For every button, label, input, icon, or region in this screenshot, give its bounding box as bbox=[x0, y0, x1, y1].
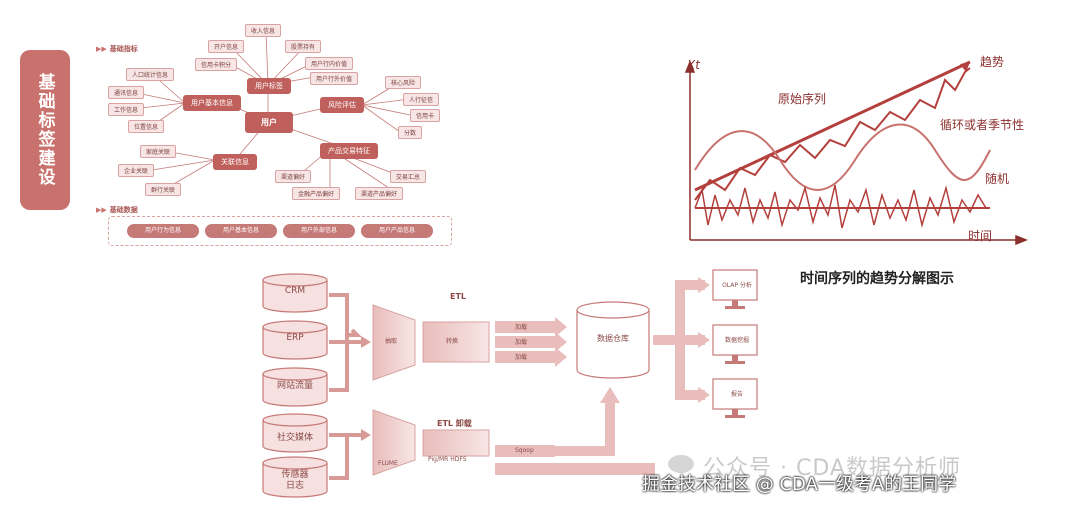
warehouse-cylinder bbox=[576, 301, 650, 379]
extract-label: 抽取 bbox=[385, 338, 398, 345]
mindmap-core-product: 产品交易特征 bbox=[320, 143, 378, 159]
data-pills-container: 用户行为信息 用户基本信息 用户外部信息 用户产品信息 bbox=[108, 216, 452, 246]
source-social-label: 社交媒体 bbox=[276, 433, 313, 443]
x-axis-arrow-icon bbox=[1015, 234, 1029, 246]
mindmap-leaf-card: 信用卡积分 bbox=[195, 58, 238, 71]
mindmap-leaf-trade-summary: 交易汇总 bbox=[390, 170, 427, 183]
side-label-text: 基础标签建设 bbox=[34, 73, 55, 187]
cyclical-series-label: 循环或者季节性 bbox=[940, 118, 1025, 132]
data-pill: 用户外部信息 bbox=[283, 224, 355, 238]
y-axis-label: Xt bbox=[687, 58, 700, 72]
watermark-line1: 公众号 · CDA数据分析师 bbox=[703, 456, 961, 481]
mindmap-leaf-stock: 股票持有 bbox=[285, 40, 322, 53]
extract-funnel bbox=[372, 304, 416, 381]
mindmap-leaf-credit-card: 信用卡 bbox=[410, 109, 441, 122]
mindmap-title: ▶▶基础指标 bbox=[96, 45, 138, 53]
source-crm-label: CRM bbox=[284, 286, 306, 296]
mindmap-leaf-enterprise: 企业关联 bbox=[118, 164, 155, 177]
trend-arrow-icon bbox=[960, 62, 970, 72]
mindmap-leaf-work: 工作信息 bbox=[108, 103, 145, 116]
mindmap-leaf-income: 收入信息 bbox=[245, 24, 282, 37]
transform-label: 转换 bbox=[446, 338, 459, 345]
monitor-icon bbox=[712, 324, 758, 356]
mindmap-leaf-comm: 通讯信息 bbox=[108, 86, 145, 99]
output-report-label: 报告 bbox=[730, 391, 743, 398]
timeseries-diagram bbox=[684, 59, 1029, 246]
cyclical-series-line bbox=[694, 123, 991, 191]
pig-box bbox=[422, 429, 490, 457]
mindmap-leaf-channel-pref: 渠道偏好 bbox=[275, 170, 312, 183]
mindmap-leaf-bank-credit: 人行征信 bbox=[403, 93, 440, 106]
random-series-line bbox=[694, 184, 987, 229]
load-label: 加载 bbox=[515, 324, 528, 331]
output-mining-label: 数据挖掘 bbox=[724, 337, 749, 344]
source-cylinder bbox=[262, 463, 328, 498]
mindmap-core-tag: 用户标签 bbox=[247, 78, 291, 94]
y-axis-arrow-icon bbox=[684, 59, 696, 73]
arrow-icon bbox=[361, 429, 371, 441]
flume-funnel bbox=[372, 409, 416, 476]
watermark-line2: 掘金技术社区 @ CDA一级考A的王同学 bbox=[642, 474, 957, 495]
mindmap-leaf-score: 分数 bbox=[398, 126, 423, 139]
mindmap-leaf-outer-value: 用户行外价值 bbox=[310, 72, 359, 85]
mindmap-center-user: 用户 bbox=[245, 112, 293, 133]
wechat-icon bbox=[668, 455, 694, 473]
mindmap-core-profile: 用户基本信息 bbox=[183, 95, 241, 111]
transform-box bbox=[422, 321, 490, 363]
mindmap-leaf-account: 开户信息 bbox=[208, 40, 245, 53]
original-series-line bbox=[694, 67, 971, 201]
source-erp-label: ERP bbox=[286, 333, 304, 343]
load-label: 加载 bbox=[515, 354, 528, 361]
mindmap-leaf-family: 家庭关联 bbox=[140, 145, 177, 158]
monitor-icon bbox=[712, 378, 758, 410]
load-label: 加载 bbox=[515, 339, 528, 346]
data-pill: 用户行为信息 bbox=[127, 224, 199, 238]
etl-unload-title: ETL 卸载 bbox=[437, 419, 472, 428]
mindmap-leaf-inner-value: 用户行内价值 bbox=[305, 57, 354, 70]
mindmap-leaf-group: 群行关联 bbox=[145, 183, 182, 196]
source-cylinder bbox=[262, 374, 328, 407]
mindmap-core-risk: 风险评估 bbox=[320, 97, 364, 113]
mindmap-leaf-loan-pref: 金融产品偏好 bbox=[292, 187, 341, 200]
trend-label: 趋势 bbox=[980, 55, 1005, 69]
mindmap-leaf-location: 位置信息 bbox=[128, 120, 165, 133]
sqoop-label: Sqoop bbox=[515, 447, 534, 454]
source-cylinder bbox=[262, 280, 328, 313]
sqoop-box bbox=[495, 445, 555, 457]
source-sensor-label: 传感器 日志 bbox=[281, 470, 309, 491]
etl-title: ETL bbox=[450, 292, 467, 301]
double-arrow-icon: ▶▶ bbox=[96, 45, 107, 53]
mindmap-leaf-channel-prod: 渠道产品偏好 bbox=[355, 187, 404, 200]
etl-diagram bbox=[262, 269, 758, 498]
original-series-label: 原始序列 bbox=[778, 92, 827, 106]
mindmap-core-relation: 关联信息 bbox=[213, 154, 257, 170]
up-arrow-icon bbox=[600, 387, 620, 403]
warehouse-label: 数据仓库 bbox=[597, 334, 629, 343]
mindmap-leaf-population: 人口统计信息 bbox=[126, 68, 175, 81]
pig-label: Pig/MR HDFS bbox=[428, 456, 467, 463]
arrow-icon bbox=[361, 336, 371, 348]
random-series-label: 随机 bbox=[985, 172, 1010, 186]
data-pill: 用户产品信息 bbox=[361, 224, 433, 238]
source-cylinder bbox=[262, 327, 328, 360]
double-arrow-icon: ▶▶ bbox=[96, 206, 107, 214]
source-cylinder bbox=[262, 420, 328, 453]
timeseries-caption: 时间序列的趋势分解图示 bbox=[800, 271, 954, 287]
flume-label: FLUME bbox=[378, 460, 398, 467]
data-pill: 用户基本信息 bbox=[205, 224, 277, 238]
x-axis-label: 时间 bbox=[968, 229, 993, 243]
side-category-label: 基础标签建设 bbox=[20, 50, 70, 210]
trend-line bbox=[694, 60, 971, 192]
output-olap-label: OLAP 分析 bbox=[722, 282, 752, 289]
source-web-label: 网站流量 bbox=[276, 381, 313, 391]
data-title: ▶▶基础数据 bbox=[96, 206, 138, 214]
mindmap-leaf-core-risk: 核心风险 bbox=[385, 76, 422, 89]
